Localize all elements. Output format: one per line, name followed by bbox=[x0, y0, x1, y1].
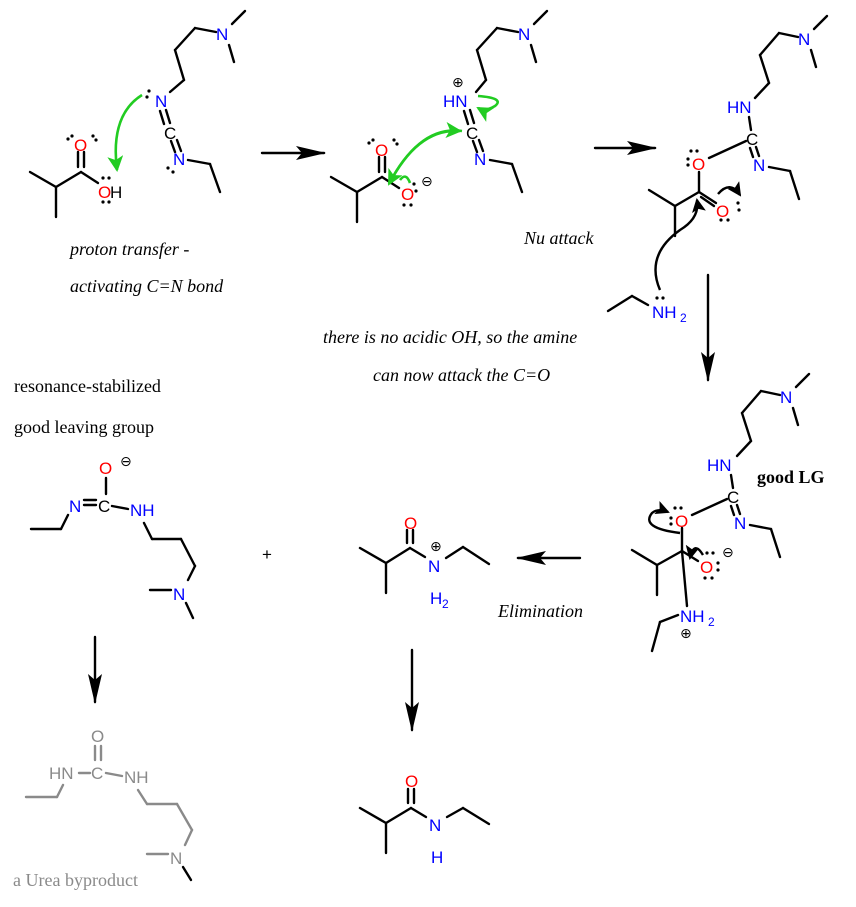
atom-O: O bbox=[716, 202, 729, 221]
atom-C: C bbox=[98, 497, 110, 516]
electron-push-arrow bbox=[387, 122, 462, 185]
final-amide-product: O N H bbox=[358, 772, 491, 867]
atom-N: N bbox=[170, 849, 182, 868]
caption-leaving-group: good leaving group bbox=[14, 417, 154, 437]
subscript-2: 2 bbox=[708, 615, 715, 629]
step2-protonated-carbodiimide: N ⊕ HN C N bbox=[443, 9, 549, 194]
protonated-amide: O ⊕ N H 2 bbox=[358, 514, 491, 611]
negative-charge: ⊖ bbox=[421, 174, 433, 190]
atom-N: N bbox=[780, 388, 792, 407]
subscript-2: 2 bbox=[442, 597, 449, 611]
atom-N: N bbox=[155, 92, 167, 111]
atom-N: N bbox=[753, 156, 765, 175]
caption-no-acidic-oh: there is no acidic OH, so the amine bbox=[323, 327, 577, 347]
curved-arrow bbox=[717, 181, 742, 197]
atom-O: O bbox=[692, 155, 705, 174]
positive-charge: ⊕ bbox=[430, 539, 442, 555]
negative-charge: ⊖ bbox=[120, 454, 132, 470]
step2-carboxylate: O O ⊖ bbox=[329, 138, 433, 224]
atom-H: H bbox=[110, 183, 122, 202]
plus-sign: + bbox=[262, 545, 272, 564]
atom-HN: HN bbox=[49, 764, 74, 783]
caption-urea-byproduct: a Urea byproduct bbox=[13, 870, 138, 890]
step1-carbodiimide: N N C N bbox=[145, 9, 247, 194]
urea-byproduct: O HN C NH N bbox=[24, 727, 194, 882]
atom-NH2: NH bbox=[680, 607, 705, 626]
subscript-2: 2 bbox=[680, 311, 687, 325]
step3-o-acylisourea: O C HN N N O bbox=[647, 14, 829, 238]
atom-N: N bbox=[734, 514, 746, 533]
atom-NH2: NH bbox=[652, 303, 677, 322]
atom-NH: NH bbox=[124, 768, 149, 787]
atom-C: C bbox=[746, 130, 758, 149]
caption-proton-transfer: proton transfer - bbox=[68, 239, 189, 259]
curved-arrow bbox=[648, 501, 681, 535]
curved-arrow bbox=[654, 198, 706, 291]
atom-C: C bbox=[727, 488, 739, 507]
atom-HN: HN bbox=[443, 92, 468, 111]
atom-C: C bbox=[164, 124, 176, 143]
isourea-anion: O ⊖ N C NH N bbox=[29, 454, 197, 620]
atom-O: O bbox=[675, 512, 688, 531]
negative-charge: ⊖ bbox=[722, 545, 734, 561]
atom-HN: HN bbox=[707, 456, 732, 475]
atom-H: H bbox=[431, 848, 443, 867]
atom-N: N bbox=[69, 497, 81, 516]
atom-O: O bbox=[99, 459, 112, 478]
electron-push-arrow bbox=[107, 93, 143, 172]
positive-charge: ⊕ bbox=[452, 75, 464, 91]
atom-O: O bbox=[700, 558, 713, 577]
atom-N: N bbox=[429, 816, 441, 835]
caption-activating: activating C=N bond bbox=[70, 276, 224, 296]
atom-N: N bbox=[173, 585, 185, 604]
step4-tetrahedral-intermediate: O C HN N N O ⊖ NH 2 ⊕ bbox=[630, 372, 811, 653]
atom-O: O bbox=[98, 183, 111, 202]
atom-C: C bbox=[91, 764, 103, 783]
atom-C: C bbox=[466, 124, 478, 143]
positive-charge: ⊕ bbox=[680, 626, 692, 642]
atom-O: O bbox=[404, 514, 417, 533]
atom-NH: NH bbox=[130, 501, 155, 520]
atom-N: N bbox=[173, 150, 185, 169]
step3-ethylamine: NH 2 bbox=[606, 294, 687, 325]
atom-N: N bbox=[518, 25, 530, 44]
atom-N: N bbox=[474, 150, 486, 169]
atom-N: N bbox=[798, 30, 810, 49]
caption-nu-attack: Nu attack bbox=[523, 228, 594, 248]
caption-resonance: resonance-stabilized bbox=[14, 376, 161, 396]
electron-push-arrow bbox=[398, 175, 412, 184]
atom-O: O bbox=[74, 136, 87, 155]
electron-push-arrow bbox=[476, 94, 499, 122]
caption-can-attack: can now attack the C=O bbox=[373, 365, 550, 385]
atom-O: O bbox=[91, 727, 104, 746]
curved-arrow bbox=[685, 544, 705, 560]
caption-good-lg: good LG bbox=[757, 467, 825, 487]
atom-O: O bbox=[405, 772, 418, 791]
step1-carboxylic-acid: O O H bbox=[28, 134, 122, 219]
atom-H2: H bbox=[430, 589, 442, 608]
atom-O: O bbox=[375, 141, 388, 160]
atom-O: O bbox=[401, 185, 414, 204]
atom-HN: HN bbox=[727, 98, 752, 117]
caption-elimination: Elimination bbox=[497, 601, 583, 621]
atom-N: N bbox=[428, 557, 440, 576]
atom-N: N bbox=[216, 25, 228, 44]
